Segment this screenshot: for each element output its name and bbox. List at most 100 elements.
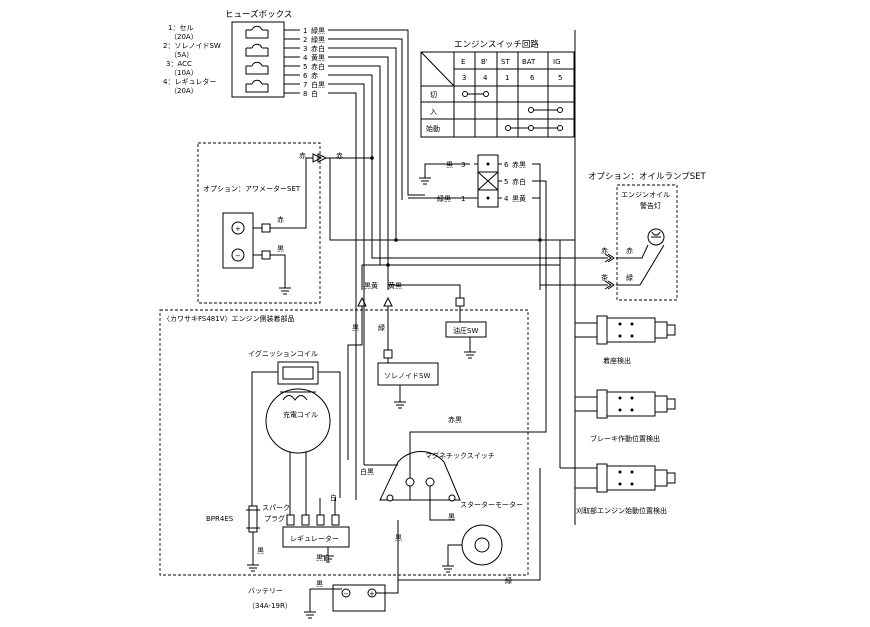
fuse-3-name: 3：ACC [166, 60, 192, 68]
fuse-pin-2-color: 緑黒 [311, 35, 325, 44]
row-on: 入 [430, 108, 437, 116]
ammeter-wire-neg: 黒 [277, 245, 284, 253]
conn-redwhite-num: 5 [504, 178, 508, 186]
fuse-pin-1-color: 緑黒 [311, 26, 325, 35]
magnetic-switch: マグネチックスイッチ [425, 451, 495, 460]
col-ig: IG [553, 58, 561, 66]
sensor-seat: 着座検出 [575, 315, 676, 365]
fuse-pin-7-color: 白黒 [311, 80, 325, 89]
sensor-brake-label: ブレーキ作動位置検出 [590, 434, 660, 443]
col-bat-pin: 6 [530, 74, 535, 82]
col-bat: BAT [522, 58, 536, 66]
fuse-2-rating: （5A） [170, 51, 193, 59]
engine-parts-title: 〈カワサキFS481V〉エンジン側装着部品 [163, 314, 295, 323]
sensor-cutter: 刈取部エンジン始動位置検出 [560, 463, 676, 515]
ammeter-option: オプション：アワメーターSET + − 赤 赤 赤 黒 [197, 142, 372, 304]
oil-pressure-sw: 油圧SW [453, 326, 478, 335]
fuse-pin-7-num: 7 [303, 81, 307, 89]
conn-black-num: 3 [461, 161, 465, 169]
oil-lamp-title: オプション：オイルランプSET [588, 172, 707, 182]
oil-lamp-option: オプション：オイルランプSET エンジンオイル 警告灯 赤 赤 茶 緑 [575, 172, 707, 301]
wire-black-plug: 黒 [257, 547, 264, 555]
ammeter-wire-out: 赤 [336, 152, 343, 160]
svg-text:+: + [369, 590, 375, 598]
col-b-pin: 4 [483, 74, 488, 82]
fuse-pin-3-color: 赤白 [311, 44, 325, 53]
col-ig-pin: 5 [558, 74, 562, 82]
fuse-4-name: 4：レギュレター [163, 77, 216, 86]
fuse-pin-labels: 1 緑黒 2 緑黒 3 赤白 4 黄黒 5 赤白 6 赤 7 白黒 8 白 [303, 26, 325, 98]
main-trunks [329, 30, 576, 525]
spark-plug-1: スパーク [262, 504, 290, 512]
fuse-pin-1-num: 1 [303, 27, 307, 35]
engine-switch-title: エンジンスイッチ回路 [454, 39, 539, 50]
wire-black-battery: 黒 [316, 580, 323, 588]
fuse-box-title: ヒューズボックス [225, 9, 292, 20]
sensor-cutter-label: 刈取部エンジン始動位置検出 [576, 506, 667, 515]
wire-black-yellow: 黒黄 [364, 281, 378, 290]
ammeter-title: オプション：アワメーターSET [203, 184, 301, 193]
engine-parts-box: 〈カワサキFS481V〉エンジン側装着部品 黒黄 黄黒 黒 緑 ソレノイドSW … [159, 281, 547, 585]
oil-lamp-icon [647, 228, 665, 246]
ammeter-wire-pos: 赤 [277, 216, 284, 224]
fuse-pin-6-color: 赤 [311, 72, 318, 80]
fuse-pin-5-num: 5 [303, 63, 307, 71]
fuse-pin-6-num: 6 [303, 72, 308, 80]
fuse-wire-bundle [328, 29, 575, 500]
wire-black-magnetic: 黒 [448, 513, 455, 521]
conn-redblack-label: 赤黒 [512, 161, 526, 169]
engine-switch-connector: 黒 3 緑黒 1 6 赤黒 5 赤白 4 黒黄 [408, 154, 547, 290]
fuse-pin-stubs [284, 29, 300, 94]
fuse-pin-5-color: 赤白 [311, 62, 325, 71]
fuse-pin-3-num: 3 [303, 45, 307, 53]
wire-black-starter: 黒 [395, 534, 402, 542]
conn-blackyellow-label: 黒黄 [512, 194, 526, 203]
fuse-pin-2-num: 2 [303, 36, 307, 44]
wire-green-solenoid: 緑 [378, 323, 385, 332]
svg-text:−: − [235, 252, 241, 260]
col-b: B' [481, 58, 488, 66]
battery: バッテリー （34A-19R） − + 黒 [248, 580, 399, 619]
fuse-2-name: 2：ソレノイドSW [163, 42, 221, 50]
sensor-seat-label: 着座検出 [603, 356, 631, 365]
oil-lamp-green: 緑 [626, 273, 633, 282]
col-e: E [461, 58, 465, 66]
spark-plug-2: プラグ [264, 514, 285, 523]
fuse-pin-8-color: 白 [311, 89, 318, 98]
wire-green-bottom: 緑 [505, 576, 512, 585]
conn-redwhite-label: 赤白 [512, 177, 526, 186]
conn-black-label: 黒 [446, 161, 453, 169]
conn-blackyellow-num: 4 [504, 195, 509, 203]
wire-black-left: 黒 [352, 324, 359, 332]
fuse-pin-4-color: 黄黒 [311, 53, 325, 62]
plug-model: BPR4ES [206, 515, 234, 523]
switch-connections [462, 91, 563, 131]
conn-greenblack-num: 1 [461, 195, 465, 203]
battery-model: （34A-19R） [248, 602, 292, 610]
starter-motor: スターターモーター [460, 500, 523, 509]
oil-lamp-red-inner: 赤 [626, 247, 633, 255]
col-st-pin: 1 [505, 74, 509, 82]
fuse-3-rating: （10A） [170, 69, 198, 77]
svg-text:−: − [343, 590, 349, 598]
fuse-4-rating: （20A） [170, 87, 198, 95]
wire-black-white: 黒白 [316, 553, 330, 562]
conn-redblack-num: 6 [504, 161, 509, 169]
row-off: 切 [430, 91, 437, 99]
regulator: レギュレーター [290, 534, 339, 543]
solenoid-sw: ソレノイドSW [384, 372, 430, 380]
row-start: 始動 [426, 124, 440, 133]
fuse-symbols [245, 25, 269, 93]
engine-switch-table: エンジンスイッチ回路 E B' ST BAT IG 3 4 1 6 5 切 入 … [420, 39, 575, 138]
sensor-brake: ブレーキ作動位置検出 [575, 389, 676, 443]
ammeter-wire-in: 赤 [299, 152, 306, 160]
fuse-pin-8-num: 8 [303, 90, 307, 98]
wire-red-black: 赤黒 [448, 416, 462, 424]
col-st: ST [501, 58, 510, 66]
wire-white: 白 [330, 493, 337, 502]
oil-lamp-red-outer: 赤 [601, 247, 608, 255]
wire-white-black: 白黒 [360, 467, 374, 476]
battery-label: バッテリー [248, 587, 283, 595]
svg-text:+: + [235, 225, 241, 233]
